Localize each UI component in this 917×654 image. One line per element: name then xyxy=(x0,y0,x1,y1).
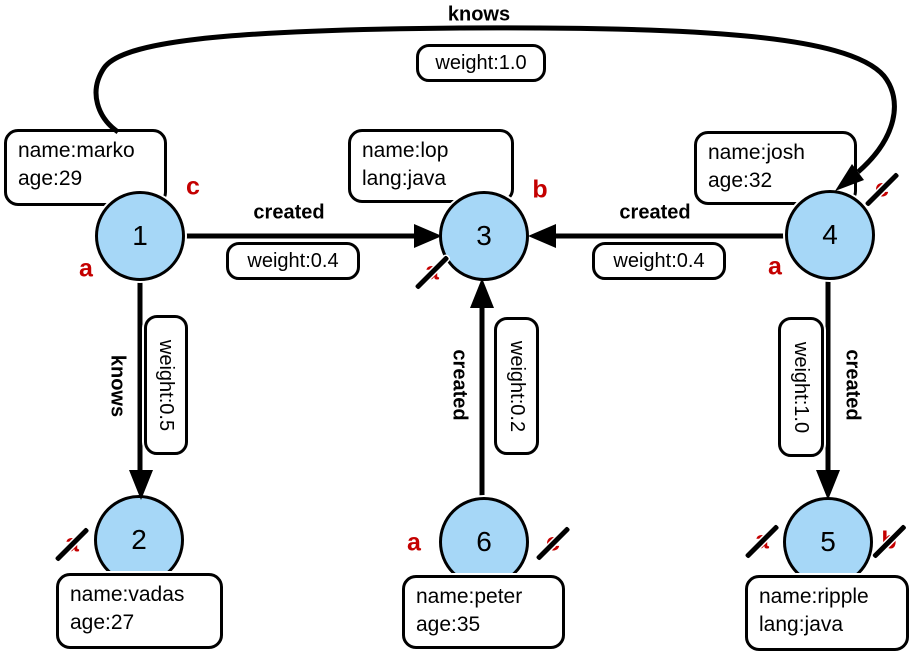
prop-line: name:marko xyxy=(18,139,135,162)
weight-text: weight:0.2 xyxy=(506,340,529,432)
marker-v5-a: a xyxy=(744,523,780,559)
marker-letter: c xyxy=(186,172,200,201)
marker-v6-a: a xyxy=(407,528,421,557)
marker-letter: a xyxy=(768,252,782,281)
marker-v6-c: c xyxy=(535,525,571,561)
weight-pill-created-6-3: weight:0.2 xyxy=(494,317,539,455)
weight-pill-knows-1-2: weight:0.5 xyxy=(144,315,188,455)
vertex-3: 3 xyxy=(439,191,529,281)
vertex-6: 6 xyxy=(439,497,529,587)
prop-line: age:27 xyxy=(70,611,135,634)
prop-line: name:ripple xyxy=(759,585,869,608)
weight-text: weight:0.4 xyxy=(613,249,705,272)
marker-v4-c: c xyxy=(864,171,900,207)
vertex-id: 3 xyxy=(476,220,492,251)
weight-text: weight:1.0 xyxy=(790,341,813,433)
prop-line: age:29 xyxy=(18,167,83,190)
prop-line: lang:java xyxy=(759,613,844,636)
edge-label-created-6-3: created xyxy=(448,349,471,421)
marker-letter: b xyxy=(532,175,548,204)
prop-line: name:josh xyxy=(708,141,805,164)
vertex-5: 5 xyxy=(783,497,873,587)
vertex-id: 4 xyxy=(822,219,838,250)
weight-text: weight:0.4 xyxy=(247,249,339,272)
weight-pill-created-4-3: weight:0.4 xyxy=(592,242,726,280)
edge-label-created-4-5: created xyxy=(841,349,864,421)
vertex-2: 2 xyxy=(94,495,184,585)
marker-v1-a: a xyxy=(79,254,93,283)
marker-v2-a: a xyxy=(54,526,90,562)
prop-line: age:32 xyxy=(708,169,773,192)
marker-v3-b: b xyxy=(532,175,548,204)
prop-line: lang:java xyxy=(362,167,447,190)
weight-pill-knows-1-4: weight:1.0 xyxy=(416,44,546,82)
edge-label-knows-1-2: knows xyxy=(106,354,129,418)
marker-letter: a xyxy=(407,528,421,557)
propbox-peter: name:peter age:35 xyxy=(402,575,565,649)
weight-pill-created-1-3: weight:0.4 xyxy=(226,242,360,280)
weight-text: weight:1.0 xyxy=(435,51,527,74)
weight-pill-created-4-5: weight:1.0 xyxy=(778,317,824,457)
edge-label-created-1-3: created xyxy=(253,201,325,224)
edge-label-knows-1-4: knows xyxy=(447,3,511,26)
marker-v1-c: c xyxy=(186,172,200,201)
vertex-id: 2 xyxy=(131,524,147,555)
propbox-vadas: name:vadas age:27 xyxy=(56,573,223,649)
vertex-id: 5 xyxy=(820,526,836,557)
prop-line: age:35 xyxy=(416,613,481,636)
prop-line: name:peter xyxy=(416,585,523,608)
vertex-1: 1 xyxy=(95,191,185,281)
edge-label-created-4-3: created xyxy=(619,201,691,224)
vertex-id: 6 xyxy=(476,526,492,557)
weight-text: weight:0.5 xyxy=(155,339,178,431)
marker-v3-a: a xyxy=(414,254,450,290)
propbox-ripple: name:ripple lang:java xyxy=(745,575,909,651)
vertex-4: 4 xyxy=(785,190,875,280)
vertex-id: 1 xyxy=(132,220,148,251)
marker-v4-a: a xyxy=(768,252,782,281)
marker-v5-b: b xyxy=(871,523,907,559)
prop-line: name:lop xyxy=(362,139,449,162)
marker-letter: a xyxy=(79,254,93,283)
prop-line: name:vadas xyxy=(70,583,185,606)
